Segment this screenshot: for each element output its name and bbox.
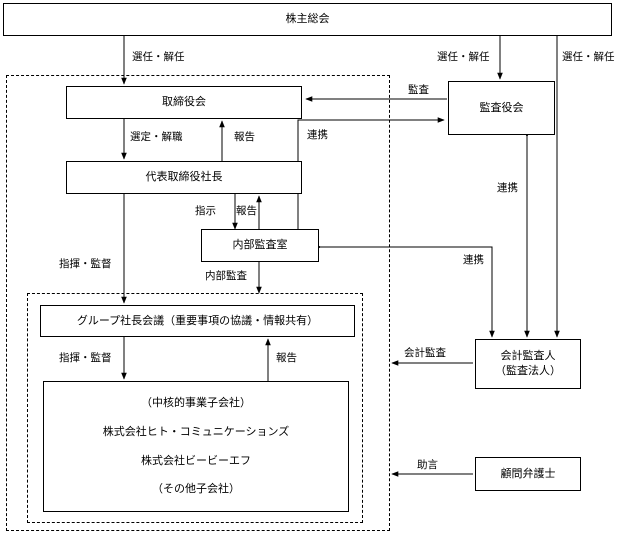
advisor-label: 顧問弁護士	[500, 466, 556, 480]
select-dismiss-label: 選定・解職	[130, 131, 183, 143]
instruction-label: 指示	[195, 205, 216, 217]
internal-audit-flow-label: 内部監査	[205, 270, 247, 282]
president-label: 代表取締役社長	[145, 170, 223, 184]
advisor-box: 顧問弁護士	[475, 457, 581, 491]
advice-label: 助言	[417, 459, 438, 471]
elect-dismiss-auditors-label: 選任・解任	[437, 51, 490, 63]
auditors-box: 監査役会	[448, 81, 555, 135]
subsidiaries-box: （中核的事業子会社） 株式会社ヒト・コミュニケーションズ 株式会社ビービーエフ …	[43, 381, 349, 512]
internal-audit-box: 内部監査室	[201, 229, 319, 262]
group-boundary	[27, 293, 363, 523]
command-supervision-label-1: 指揮・監督	[59, 258, 112, 270]
shareholders-meeting-box: 株主総会	[3, 3, 612, 36]
coordination-board-label: 連携	[307, 129, 328, 141]
shareholders-meeting-label: 株主総会	[285, 12, 330, 26]
coordination-internal-accounting	[314, 244, 495, 338]
report-president-label: 報告	[236, 205, 257, 217]
report-board-label: 報告	[234, 131, 255, 143]
coordination-auditors-label: 連携	[497, 182, 518, 194]
elect-dismiss-accounting-label: 選任・解任	[562, 51, 615, 63]
accounting-auditor-sub-label: （監査法人）	[495, 364, 561, 377]
subsidiary-bbf: 株式会社ビービーエフ	[141, 453, 251, 467]
board-box: 取締役会	[66, 86, 302, 119]
auditors-label: 監査役会	[479, 100, 524, 114]
group-meeting-label: グループ社長会議（重要事項の協議・情報共有）	[76, 313, 319, 327]
accounting-auditor-box: 会計監査人 （監査法人）	[475, 339, 581, 389]
internal-audit-label: 内部監査室	[232, 238, 288, 252]
board-label: 取締役会	[162, 95, 206, 109]
report-meeting-label: 報告	[276, 352, 297, 364]
coordination-internal-label: 連携	[463, 254, 484, 266]
subsidiary-others: （その他子会社）	[152, 482, 240, 496]
accounting-auditor-label: 会計監査人	[500, 349, 556, 363]
command-supervision-label-2: 指揮・監督	[59, 352, 112, 364]
elect-dismiss-board-label: 選任・解任	[132, 51, 185, 63]
group-meeting-box: グループ社長会議（重要事項の協議・情報共有）	[40, 305, 355, 337]
president-box: 代表取締役社長	[66, 161, 302, 194]
subsidiary-core-heading: （中核的事業子会社）	[141, 395, 251, 409]
audit-label: 監査	[408, 84, 429, 96]
subsidiary-hito-communications: 株式会社ヒト・コミュニケーションズ	[102, 424, 290, 438]
accounting-audit-label: 会計監査	[404, 347, 446, 359]
